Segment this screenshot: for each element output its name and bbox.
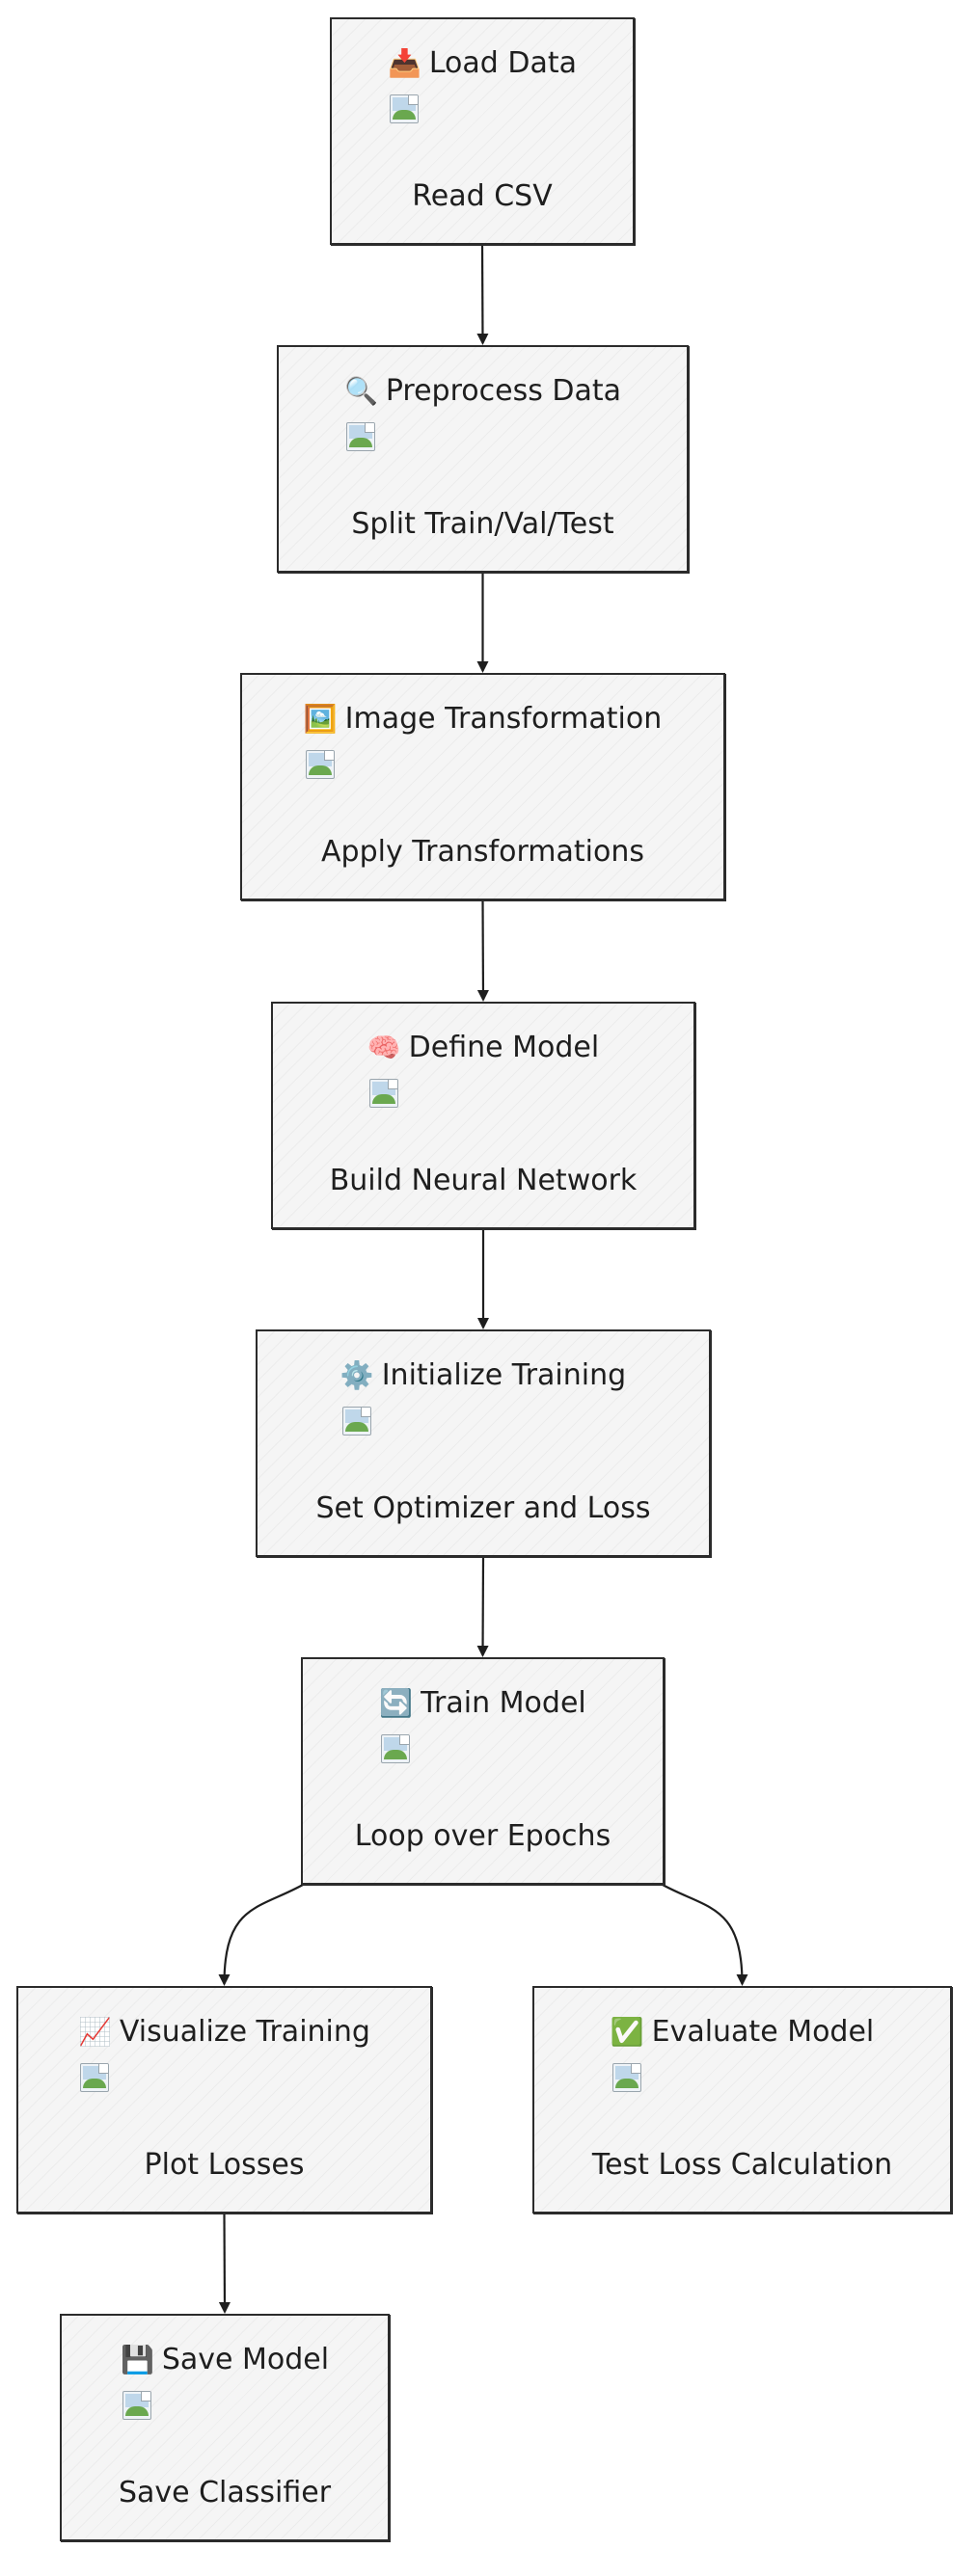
- node-title: Evaluate Model: [651, 2015, 875, 2049]
- chart-increasing-icon: 📈: [78, 2015, 112, 2048]
- floppy-disk-icon: 💾: [120, 2343, 154, 2375]
- broken-image-icon: [341, 1407, 371, 1436]
- node-title-row: 🖼️Image Transformation: [242, 702, 723, 736]
- node-title: Define Model: [408, 1031, 600, 1064]
- broken-image-icon: [368, 1079, 398, 1108]
- arrows-cycle-icon: 🔄: [379, 1686, 414, 1719]
- node-label: Test Loss Calculation: [591, 2148, 893, 2182]
- framed-picture-icon: 🖼️: [303, 702, 338, 735]
- broken-image-icon: [381, 1734, 411, 1763]
- broken-image-icon: [345, 422, 375, 451]
- node-title-row: ✅Evaluate Model: [534, 2015, 950, 2049]
- node-title-row: 💾Save Model: [62, 2343, 388, 2376]
- check-mark-button-icon: ✅: [610, 2015, 644, 2048]
- node-title-row: 📈Visualize Training: [18, 2015, 430, 2049]
- edge-train-to-evaluate: [662, 1884, 748, 1986]
- node-label: Set Optimizer and Loss: [315, 1491, 651, 1525]
- broken-image-icon: [389, 94, 419, 123]
- node-label: Build Neural Network: [329, 1164, 638, 1197]
- node-label: Plot Losses: [144, 2148, 305, 2182]
- node-title: Initialize Training: [381, 1358, 627, 1392]
- broken-image-icon: [80, 2063, 110, 2092]
- edge-init-to-train: [476, 1556, 489, 1657]
- node-label: Read CSV: [412, 179, 553, 213]
- node-title-row: 🔍Preprocess Data: [279, 374, 687, 408]
- node-title: Visualize Training: [119, 2015, 370, 2049]
- node-title-row: 🧠Define Model: [273, 1031, 693, 1064]
- node-title-row: 🔄Train Model: [303, 1686, 663, 1720]
- brain-icon: 🧠: [367, 1031, 401, 1063]
- node-title-row: 📥Load Data: [332, 46, 633, 80]
- node-label: Split Train/Val/Test: [351, 507, 614, 541]
- node-title: Load Data: [428, 46, 577, 80]
- inbox-tray-icon: 📥: [387, 46, 421, 79]
- edge-load-to-preprocess: [476, 244, 489, 345]
- node-label: Loop over Epochs: [354, 1819, 611, 1853]
- node-title: Train Model: [421, 1686, 586, 1720]
- edge-train-to-visualize: [218, 1884, 304, 1986]
- node-title: Preprocess Data: [385, 374, 622, 408]
- edge-visualize-to-save: [218, 2213, 231, 2314]
- gear-icon: ⚙️: [340, 1358, 374, 1391]
- broken-image-icon: [611, 2063, 641, 2092]
- node-label: Save Classifier: [118, 2476, 332, 2509]
- broken-image-icon: [122, 2391, 151, 2420]
- node-title-row: ⚙️Initialize Training: [258, 1358, 709, 1392]
- node-label: Apply Transformations: [321, 835, 644, 869]
- magnifier-icon: 🔍: [343, 374, 378, 407]
- broken-image-icon: [305, 750, 335, 779]
- node-title: Save Model: [161, 2343, 330, 2376]
- node-title: Image Transformation: [344, 702, 663, 736]
- edge-transform-to-define: [476, 899, 489, 1002]
